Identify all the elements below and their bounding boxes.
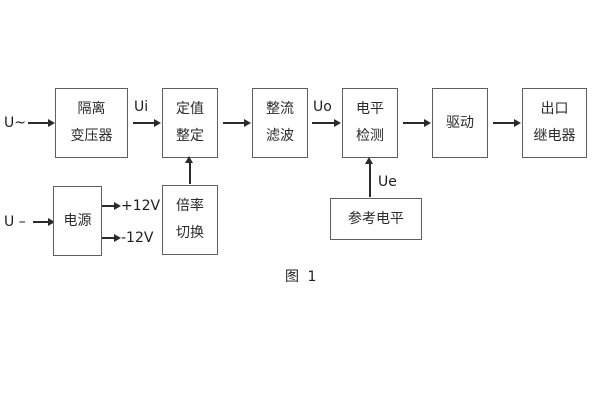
block-reference-level: 参考电平 xyxy=(330,198,422,240)
figure-caption: 图 1 xyxy=(285,269,319,285)
block-label-line: 整流 xyxy=(266,101,294,117)
block-label-line: 电源 xyxy=(63,212,92,229)
arrow-rectifier-to-level xyxy=(312,119,341,126)
rail-pos-label: +12V xyxy=(121,198,161,214)
block-label-line: 倍率 xyxy=(176,198,204,214)
block-power-supply: 电源 xyxy=(53,186,102,256)
block-label-line: 定值 xyxy=(176,101,204,117)
signal-ui-label: Ui xyxy=(134,99,149,115)
block-label-line: 继电器 xyxy=(533,128,576,144)
block-label-line: 隔离 xyxy=(77,101,106,117)
block-label-line: 驱动 xyxy=(446,114,474,131)
input-ac-label: U~ xyxy=(4,115,26,131)
input-dc-label: U – xyxy=(4,214,26,230)
block-label-line: 切换 xyxy=(176,225,204,241)
signal-uo-label: Uo xyxy=(313,99,332,115)
arrow-power-pos-rail xyxy=(102,202,121,209)
arrow-power-neg-rail xyxy=(102,234,121,241)
block-level-detection: 电平 检测 xyxy=(342,88,398,158)
block-label-line: 出口 xyxy=(540,101,569,117)
arrow-drive-to-relay xyxy=(493,119,521,126)
block-output-relay: 出口 继电器 xyxy=(522,88,587,158)
block-label-line: 整定 xyxy=(176,128,204,144)
block-label-line: 变压器 xyxy=(70,128,113,144)
block-label-line: 参考电平 xyxy=(348,210,404,227)
arrow-level-to-drive xyxy=(403,119,431,126)
rail-neg-label: -12V xyxy=(121,230,154,246)
block-rectifier-filter: 整流 滤波 xyxy=(252,88,308,158)
block-label-line: 检测 xyxy=(356,128,384,144)
block-label-line: 电平 xyxy=(356,101,384,117)
arrow-setting-to-rectifier xyxy=(223,119,251,126)
block-label-line: 滤波 xyxy=(266,128,294,144)
block-setting-adjust: 定值 整定 xyxy=(162,88,218,158)
arrow-ac-to-transformer xyxy=(28,119,55,126)
arrow-ratio-to-setting xyxy=(186,156,192,184)
block-drive: 驱动 xyxy=(432,88,488,158)
block-ratio-switch: 倍率 切换 xyxy=(162,185,218,255)
arrow-dc-to-power xyxy=(33,218,55,225)
block-isolation-transformer: 隔离 变压器 xyxy=(55,88,128,158)
arrow-reference-to-level xyxy=(366,157,372,197)
arrow-transformer-to-setting xyxy=(133,119,161,126)
signal-ue-label: Ue xyxy=(378,174,397,190)
